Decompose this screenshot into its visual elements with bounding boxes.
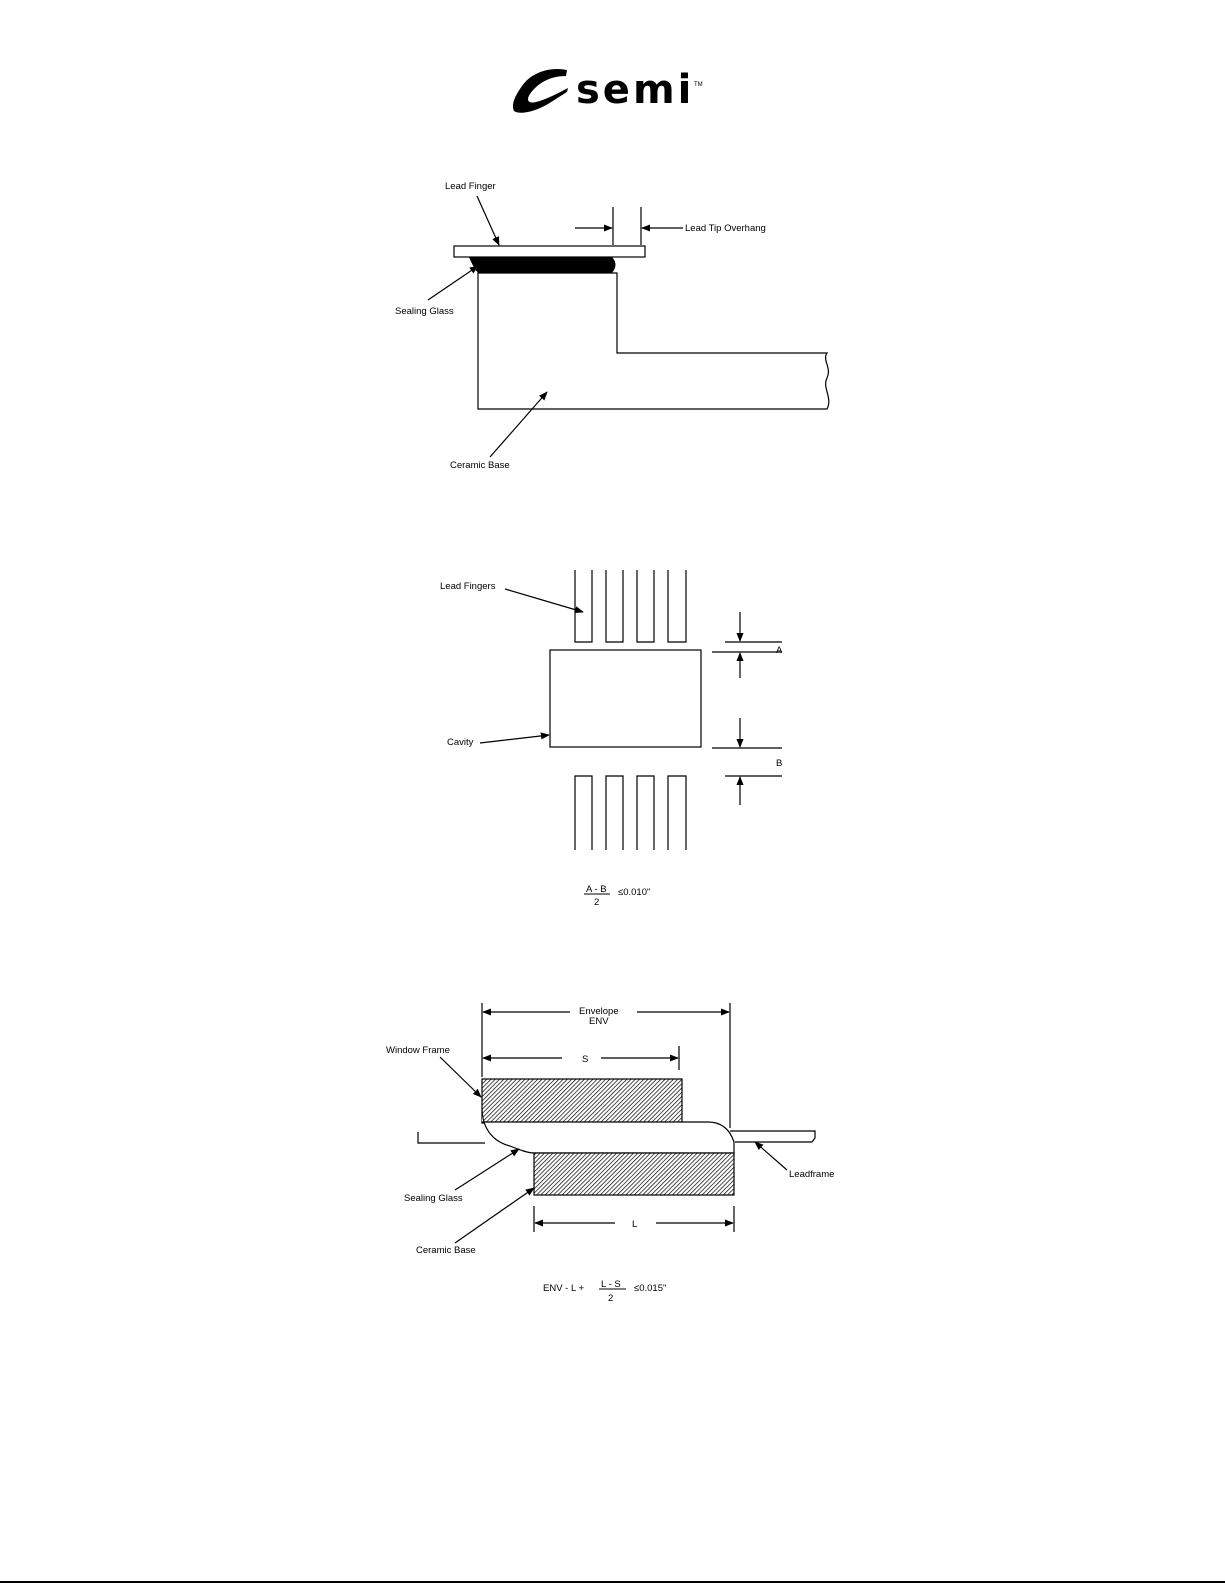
- label-lead-fingers: Lead Fingers: [440, 581, 496, 592]
- lead-finger-top-1: [575, 570, 592, 642]
- formula-2-denominator: 2: [608, 1293, 613, 1304]
- label-lead-finger: Lead Finger: [445, 181, 496, 192]
- formula-2-relation: ≤0.015": [634, 1283, 666, 1294]
- lead-finger-top-4: [668, 570, 686, 642]
- logo-wordmark: semi: [576, 67, 694, 113]
- semi-logo: semi TM: [513, 67, 703, 113]
- lead-finger-bottom-3: [637, 776, 654, 850]
- sealing-glass-shape: [470, 258, 615, 273]
- label-ceramic-base-2: Ceramic Base: [416, 1245, 476, 1256]
- ceramic-base-shape-2: [534, 1153, 734, 1195]
- lead-finger-bottom-1: [575, 776, 592, 850]
- label-dimension-s: S: [582, 1054, 588, 1065]
- window-frame-shape: [482, 1079, 682, 1123]
- lead-finger-top-3: [637, 570, 654, 642]
- label-env: ENV: [589, 1016, 609, 1027]
- lead-finger-shape: [454, 246, 645, 257]
- lead-finger-bottom-4: [668, 776, 686, 850]
- lead-finger-top-2: [606, 570, 623, 642]
- label-lead-tip-overhang: Lead Tip Overhang: [685, 223, 766, 234]
- formula-1-denominator: 2: [594, 897, 599, 908]
- label-dimension-b: B: [776, 758, 782, 769]
- figure-envelope: [418, 1003, 815, 1289]
- formula-2-prefix: ENV - L +: [543, 1283, 585, 1294]
- semi-logo-mark-icon: [513, 69, 568, 113]
- lead-finger-bottom-2: [606, 776, 623, 850]
- figure-lead-tip-overhang: [428, 196, 829, 457]
- label-dimension-l: L: [632, 1219, 637, 1230]
- formula-1-relation: ≤0.010": [618, 887, 650, 898]
- label-window-frame: Window Frame: [386, 1045, 450, 1056]
- ceramic-base-shape: [478, 273, 829, 409]
- label-cavity: Cavity: [447, 737, 474, 748]
- logo-trademark: TM: [694, 82, 703, 88]
- formula-1-numerator: A - B: [586, 884, 607, 895]
- label-dimension-a: A: [776, 645, 783, 656]
- label-leadframe: Leadframe: [789, 1169, 834, 1180]
- label-sealing-glass-2: Sealing Glass: [404, 1193, 463, 1204]
- cavity-shape: [550, 650, 701, 747]
- formula-2-numerator: L - S: [601, 1279, 621, 1290]
- figure-cavity-offset: [480, 570, 782, 894]
- label-sealing-glass-1: Sealing Glass: [395, 306, 454, 317]
- label-ceramic-base-1: Ceramic Base: [450, 460, 510, 471]
